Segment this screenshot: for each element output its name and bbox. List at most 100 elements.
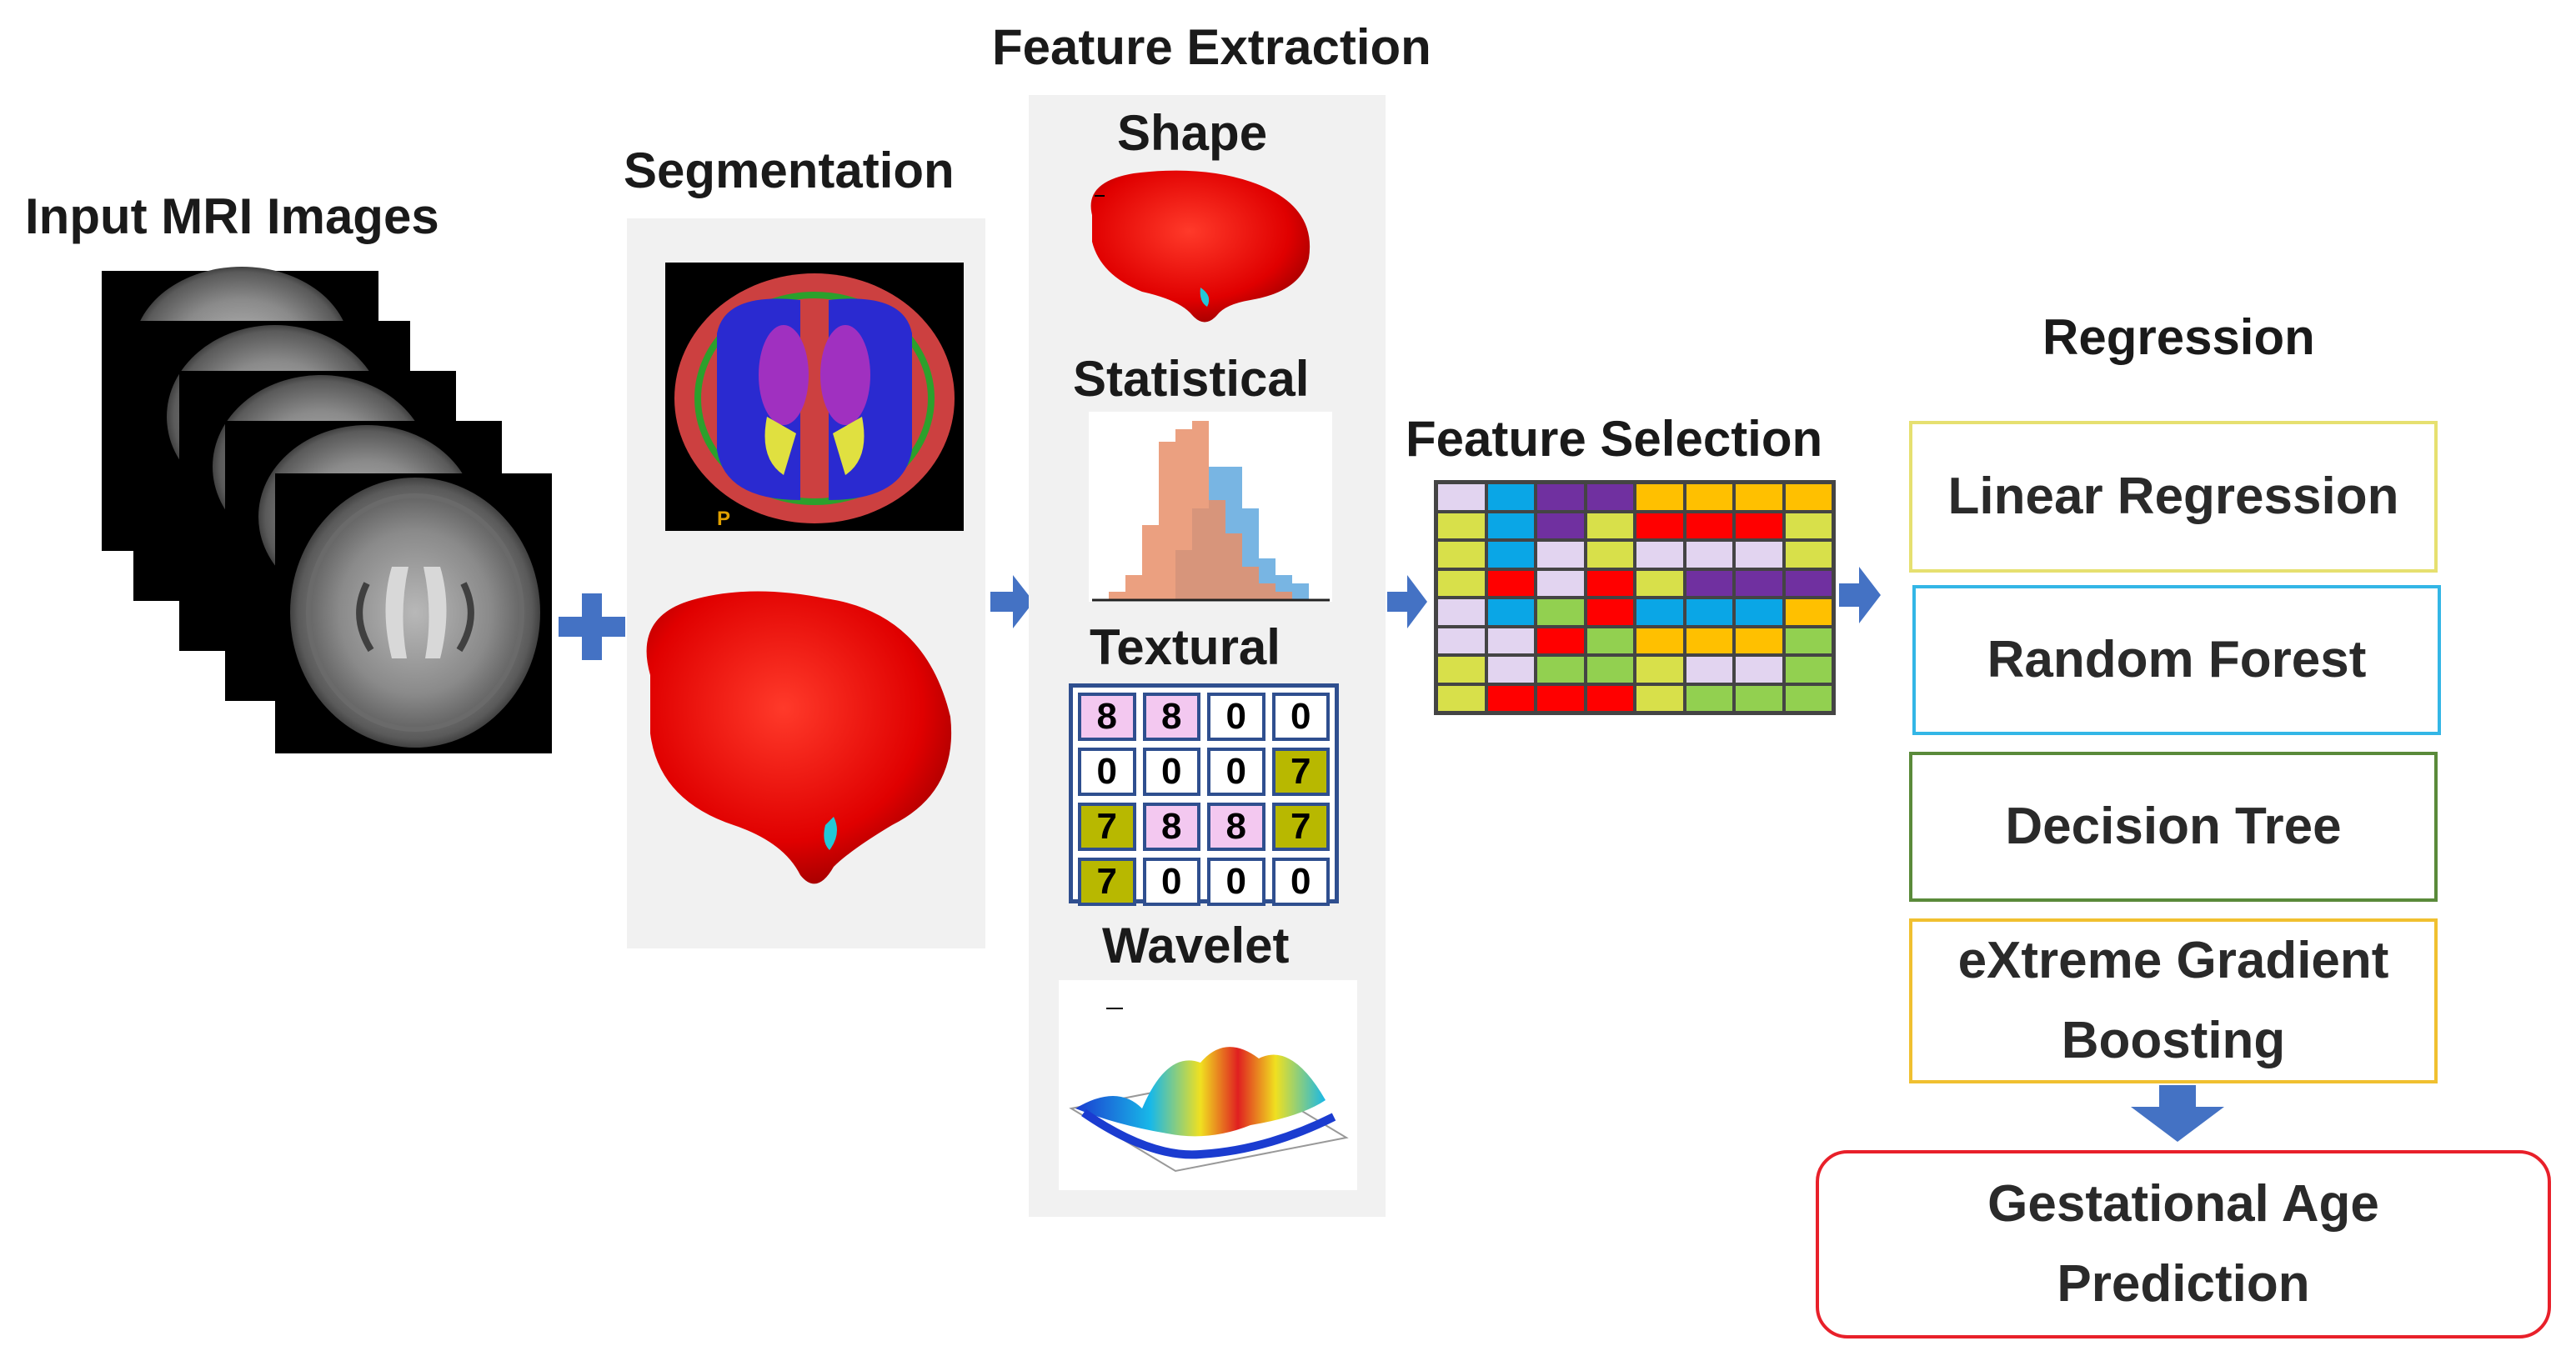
textural-cell: 8 — [1207, 803, 1265, 851]
random-forest-label: Random Forest — [1987, 630, 2367, 688]
feature-selection-cell — [1734, 568, 1784, 598]
segmented-3d-brain — [646, 591, 952, 884]
textural-cell: 0 — [1207, 748, 1265, 796]
feature-selection-cell — [1585, 655, 1635, 684]
textural-label: Textural — [1090, 619, 1280, 675]
textural-cell: 8 — [1142, 803, 1200, 851]
feature-selection-cell — [1436, 483, 1486, 512]
histogram-orange-bars — [1109, 421, 1292, 600]
feature-selection-cell — [1585, 598, 1635, 627]
feature-selection-cell — [1783, 655, 1833, 684]
feature-selection-cell — [1684, 683, 1734, 713]
feature-selection-cell — [1734, 598, 1784, 627]
feature-selection-cell — [1734, 626, 1784, 655]
feature-selection-cell — [1486, 598, 1536, 627]
feature-selection-cell — [1436, 683, 1486, 713]
linear-regression-label: Linear Regression — [1947, 467, 2399, 525]
random-forest-box: Random Forest — [1912, 585, 2441, 735]
feature-selection-cell — [1486, 483, 1536, 512]
feature-selection-cell — [1486, 683, 1536, 713]
xgboost-box: eXtreme Gradient Boosting — [1909, 918, 2438, 1083]
feature-selection-cell — [1734, 540, 1784, 569]
shape-label: Shape — [1117, 105, 1268, 161]
feature-selection-cell — [1635, 626, 1685, 655]
feature-selection-cell — [1684, 655, 1734, 684]
regression-title: Regression — [2042, 309, 2315, 365]
feature-selection-cell — [1734, 511, 1784, 540]
segmented-slice-image: P — [665, 263, 964, 531]
feature-selection-cell — [1734, 683, 1784, 713]
result-label-line2: Prediction — [2057, 1255, 2310, 1313]
feature-selection-cell — [1436, 655, 1486, 684]
xgboost-label-line2: Boosting — [2061, 1012, 2286, 1069]
feature-selection-cell — [1734, 655, 1784, 684]
feature-selection-cell — [1635, 683, 1685, 713]
statistical-label: Statistical — [1073, 351, 1310, 407]
feature-selection-cell — [1635, 655, 1685, 684]
feature-selection-cell — [1783, 598, 1833, 627]
feature-selection-cell — [1585, 483, 1635, 512]
feature-selection-cell — [1436, 540, 1486, 569]
feature-selection-cell — [1585, 683, 1635, 713]
feature-selection-cell — [1783, 483, 1833, 512]
feature-selection-cell — [1635, 598, 1685, 627]
feature-selection-cell — [1536, 683, 1586, 713]
feature-selection-cell — [1684, 626, 1734, 655]
feature-selection-cell — [1486, 540, 1536, 569]
wavelet-label: Wavelet — [1102, 918, 1290, 973]
mri-slice-front — [275, 473, 552, 753]
feature-selection-title: Feature Selection — [1406, 411, 1823, 467]
feature-selection-cell — [1585, 540, 1635, 569]
decision-tree-label: Decision Tree — [2005, 797, 2342, 855]
feature-selection-cell — [1684, 540, 1734, 569]
feature-selection-cell — [1436, 511, 1486, 540]
textural-cell: 0 — [1271, 858, 1330, 906]
textural-cell: 7 — [1078, 803, 1136, 851]
textural-cell: 0 — [1142, 748, 1200, 796]
feature-selection-cell — [1635, 568, 1685, 598]
feature-selection-cell — [1436, 598, 1486, 627]
feature-selection-cell — [1436, 568, 1486, 598]
feature-selection-cell — [1684, 598, 1734, 627]
textural-cell: 0 — [1271, 693, 1330, 741]
feature-selection-cell — [1635, 483, 1685, 512]
feature-selection-cell — [1585, 511, 1635, 540]
feature-selection-cell — [1783, 568, 1833, 598]
result-label-line1: Gestational Age — [1987, 1174, 2379, 1233]
feature-selection-cell — [1734, 483, 1784, 512]
feature-selection-cell — [1684, 511, 1734, 540]
feature-selection-cell — [1783, 683, 1833, 713]
linear-regression-box: Linear Regression — [1909, 421, 2438, 573]
feature-selection-cell — [1486, 568, 1536, 598]
textural-cell: 0 — [1142, 858, 1200, 906]
feature-selection-cell — [1536, 540, 1586, 569]
feature-selection-cell — [1585, 626, 1635, 655]
feature-selection-cell — [1635, 511, 1685, 540]
feature-selection-cell — [1536, 568, 1586, 598]
feature-selection-cell — [1536, 511, 1586, 540]
feature-extraction-title: Feature Extraction — [992, 19, 1431, 75]
textural-cell: 0 — [1207, 858, 1265, 906]
feature-selection-cell — [1783, 540, 1833, 569]
textural-cell: 7 — [1271, 748, 1330, 796]
feature-selection-cell — [1536, 598, 1586, 627]
xgboost-label-line1: eXtreme Gradient — [1957, 931, 2389, 989]
slice-orientation-letter: P — [717, 508, 730, 530]
feature-selection-cell — [1536, 483, 1586, 512]
feature-selection-cell — [1684, 568, 1734, 598]
segmentation-title: Segmentation — [624, 143, 955, 198]
feature-selection-cell — [1585, 568, 1635, 598]
textural-cell: 7 — [1078, 858, 1136, 906]
feature-selection-cell — [1486, 655, 1536, 684]
feature-selection-grid — [1434, 480, 1836, 715]
feature-selection-cell — [1684, 483, 1734, 512]
feature-selection-cell — [1536, 655, 1586, 684]
